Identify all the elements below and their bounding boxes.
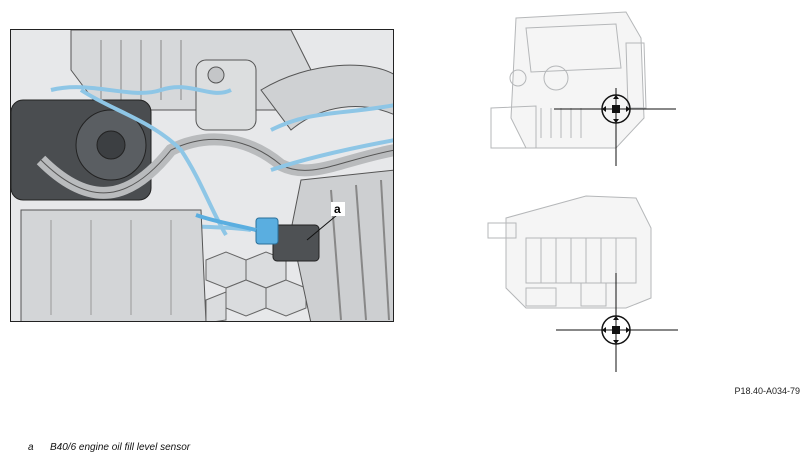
reference-code: P18.40-A034-79 [734, 386, 800, 396]
oil-filler-housing [195, 59, 257, 131]
callout-letter-a: a [334, 202, 341, 216]
engine-side-outline [487, 195, 652, 309]
location-marker-side [556, 273, 678, 372]
callout-leader-line [306, 214, 338, 241]
oil-level-sensor [195, 213, 320, 262]
engine-top-outline [490, 11, 647, 149]
pulley-hub [96, 130, 126, 160]
locator-top-view [486, 8, 680, 168]
legend-letter: a [28, 442, 34, 453]
locator-side-drawing [487, 195, 678, 372]
location-marker-top [554, 88, 676, 166]
callout-label-bg [331, 202, 345, 216]
filler-cap [207, 66, 225, 84]
sump-ribs [50, 220, 172, 315]
engine-illustration: a [10, 29, 394, 322]
engine-drawing: a [11, 30, 393, 321]
locator-side-view [486, 188, 680, 373]
locator-top-drawing [490, 11, 676, 166]
transmission-housing [290, 169, 393, 321]
legend: a B40/6 engine oil fill level sensor [28, 442, 190, 453]
oil-sump-left [20, 209, 207, 321]
legend-text: B40/6 engine oil fill level sensor [50, 442, 191, 453]
coolant-pipe-outline [40, 138, 393, 194]
